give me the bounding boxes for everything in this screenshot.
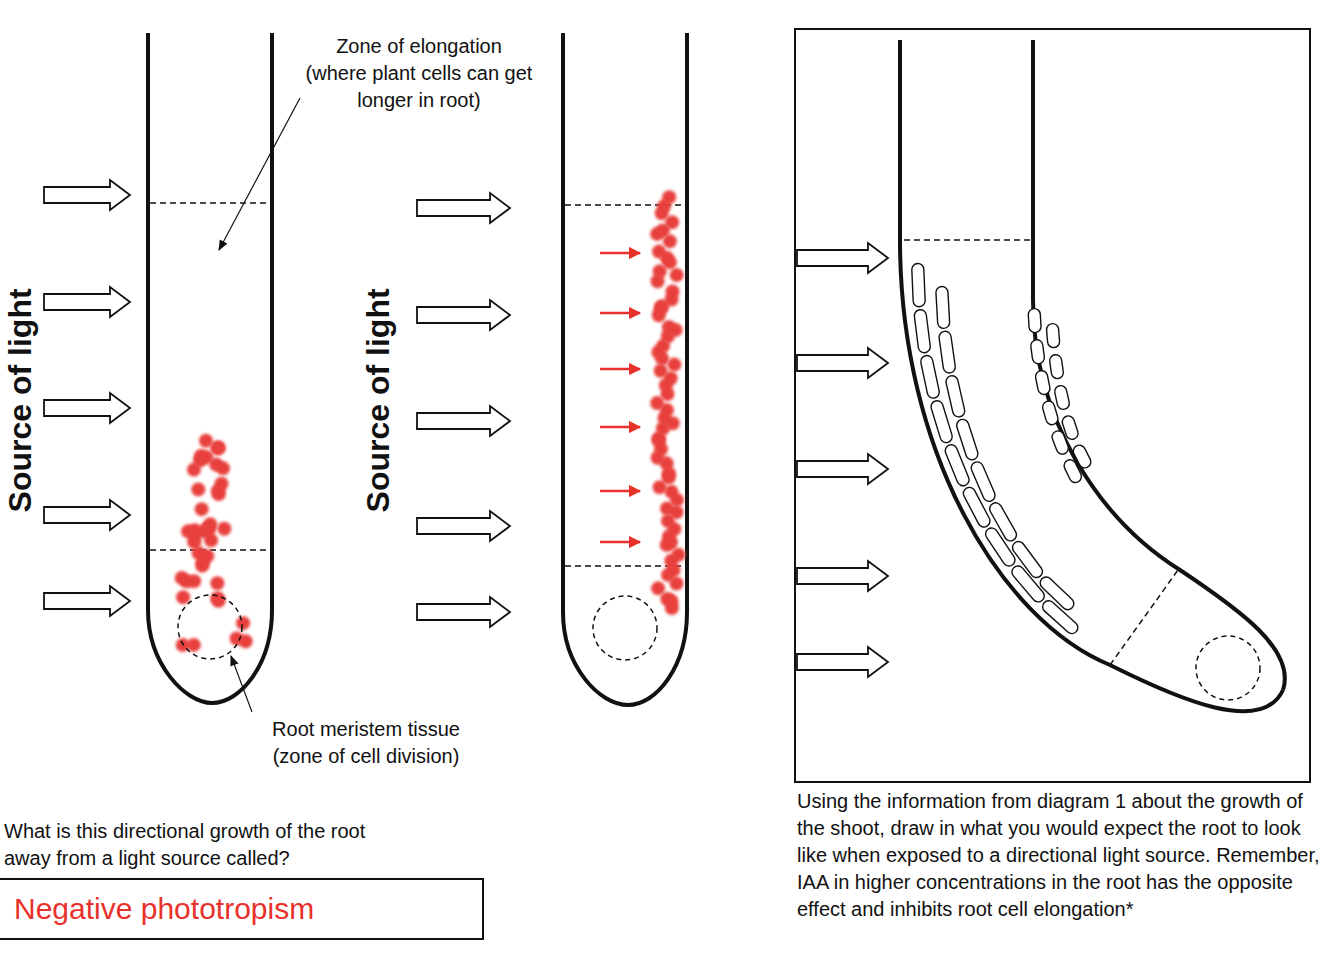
light-arrow <box>44 500 130 530</box>
auxin-dot <box>667 358 681 372</box>
root-cell <box>1046 323 1060 348</box>
meristem-circle <box>178 595 242 659</box>
root-cell <box>920 354 941 399</box>
auxin-dot <box>199 434 213 448</box>
auxin-dot <box>212 441 226 455</box>
root-cell <box>969 460 997 503</box>
auxin-dot <box>176 590 190 604</box>
auxin-dot <box>652 308 666 322</box>
root-cell <box>1038 574 1077 612</box>
auxin-dot <box>187 574 201 588</box>
auxin-dot <box>209 458 223 472</box>
leader-line <box>231 656 252 712</box>
auxin-arrow <box>600 426 640 429</box>
root-cell <box>1054 384 1071 410</box>
auxin-dot <box>210 576 224 590</box>
root-cell <box>1049 354 1064 379</box>
light-arrow <box>797 243 888 273</box>
light-source-label: Source of light <box>2 288 39 512</box>
leader-line <box>219 98 300 250</box>
auxin-dot <box>663 234 677 248</box>
light-arrow <box>797 647 888 677</box>
auxin-dot <box>665 601 679 615</box>
root-cell <box>955 418 979 462</box>
light-arrow <box>417 300 510 330</box>
root-cell <box>1030 339 1045 364</box>
auxin-arrow <box>600 252 640 255</box>
auxin-dot <box>198 524 212 538</box>
meristem-circle <box>593 596 657 660</box>
auxin-dot <box>181 524 195 538</box>
auxin-dot <box>193 454 207 468</box>
auxin-dot <box>192 546 206 560</box>
auxin-dot <box>236 616 250 630</box>
light-arrow <box>44 393 130 423</box>
light-arrow <box>797 348 888 378</box>
light-arrow <box>797 454 888 484</box>
root-cell <box>914 309 931 353</box>
root-outline <box>900 40 1283 711</box>
meristem-label: Root meristem tissue (zone of cell divis… <box>255 716 477 770</box>
auxin-dots <box>650 190 685 615</box>
root-cell <box>1071 443 1093 470</box>
auxin-dot <box>651 274 665 288</box>
root-cell <box>1034 370 1051 396</box>
root-cell <box>1010 539 1045 580</box>
light-source-label: Source of light <box>360 288 397 512</box>
auxin-dot <box>217 522 231 536</box>
light-arrows <box>44 180 888 677</box>
meristem-circle <box>1196 636 1260 700</box>
auxin-dot <box>650 227 664 241</box>
auxin-dot <box>653 480 667 494</box>
zone-label: Zone of elongation (where plant cells ca… <box>305 33 533 114</box>
root-outline <box>1033 40 1285 690</box>
root-cell <box>912 263 926 307</box>
auxin-arrow <box>600 312 640 315</box>
auxin-arrow <box>600 541 640 544</box>
auxin-dot <box>669 577 683 591</box>
answer-text: Negative phototropism <box>14 890 468 928</box>
root-outline <box>148 33 272 703</box>
auxin-dot <box>195 502 209 516</box>
question-text: What is this directional growth of the r… <box>4 818 399 872</box>
root-cell <box>1028 308 1041 333</box>
root-cell <box>988 501 1019 543</box>
auxin-dot <box>660 538 674 552</box>
light-arrow <box>44 586 130 616</box>
root-cell <box>930 399 954 444</box>
root-cell <box>938 331 956 374</box>
auxin-dot <box>187 638 201 652</box>
light-arrow <box>44 180 130 210</box>
light-arrow <box>417 597 510 627</box>
auxin-dot <box>195 559 209 573</box>
zone-boundary <box>150 202 270 204</box>
auxin-arrow <box>600 490 640 493</box>
auxin-dot <box>191 482 205 496</box>
root-cells <box>912 263 1093 636</box>
light-arrow <box>417 511 510 541</box>
answer-box: What is this directional growth of the r… <box>4 818 484 940</box>
auxin-dot <box>651 581 665 595</box>
auxin-movement-arrows <box>600 253 640 542</box>
root-outline <box>563 33 687 705</box>
auxin-dot <box>655 352 669 366</box>
root-cell <box>945 375 966 419</box>
light-arrow <box>44 287 130 317</box>
light-arrow <box>797 561 888 591</box>
auxin-dot <box>230 632 244 646</box>
zone-boundary <box>1110 570 1178 665</box>
light-arrow <box>417 406 510 436</box>
zone-boundary <box>904 239 1031 241</box>
light-arrow <box>417 193 510 223</box>
panel-frame <box>795 29 1310 782</box>
root-cell <box>1061 414 1080 441</box>
answer-outline: Negative phototropism <box>0 878 484 940</box>
instruction-caption: Using the information from diagram 1 abo… <box>797 788 1322 923</box>
auxin-arrow <box>600 368 640 371</box>
auxin-dot <box>670 268 684 282</box>
auxin-dot <box>211 484 225 498</box>
root-cell <box>936 286 950 329</box>
